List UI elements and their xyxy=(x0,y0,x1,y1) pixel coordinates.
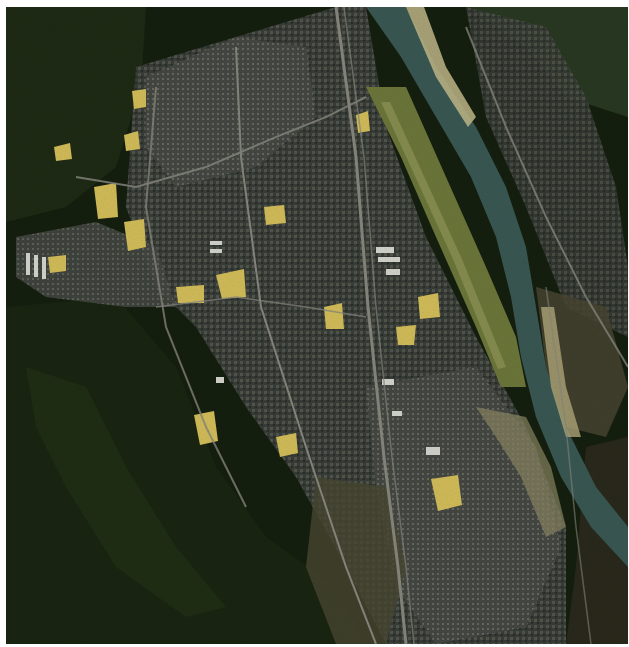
aerial-photo xyxy=(6,7,628,644)
photo-grain xyxy=(6,7,628,644)
aerial-photo-scene xyxy=(6,7,628,644)
